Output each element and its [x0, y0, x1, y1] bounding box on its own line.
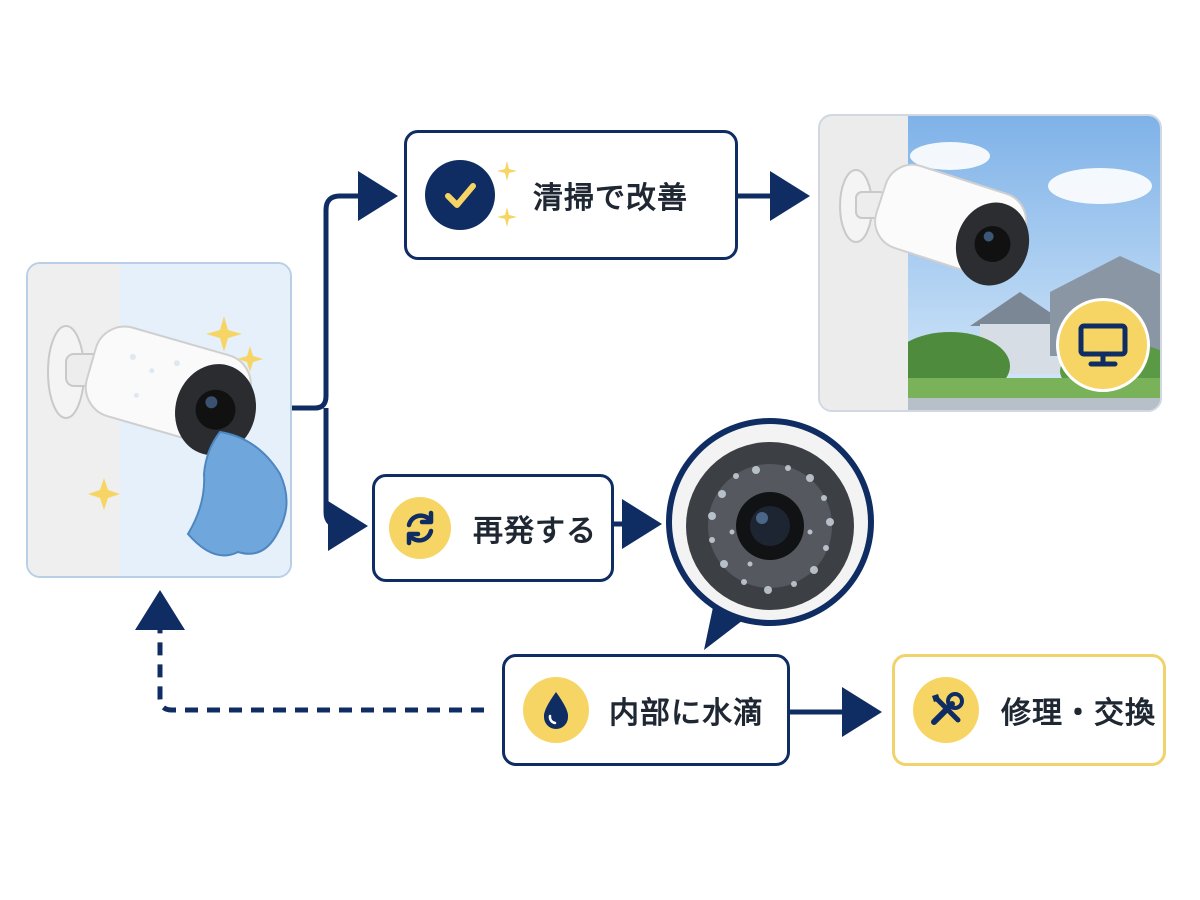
node-label: 修理・交換 [1001, 696, 1156, 731]
water-drop-icon [523, 677, 589, 743]
node-label: 内部に水滴 [609, 696, 764, 731]
node-label: 再発する [473, 514, 597, 549]
checkmark-icon [425, 160, 495, 230]
node-improved-by-cleaning: 清掃で改善 [404, 130, 738, 260]
sparkle-icon [497, 161, 517, 227]
tools-icon [913, 677, 979, 743]
lens-closeup-callout [666, 418, 874, 650]
cloth-icon [186, 430, 288, 557]
monitor-icon [1056, 298, 1150, 392]
refresh-icon [389, 497, 451, 559]
camera-wiping-illustration [28, 264, 290, 576]
node-recurs: 再発する [372, 474, 614, 582]
arrow-source-to-improve [292, 171, 398, 411]
node-internal-water-droplets: 内部に水滴 [502, 654, 790, 766]
clear-view-image-panel [818, 114, 1162, 412]
node-label: 清掃で改善 [533, 181, 688, 216]
arrow-source-to-recur [323, 408, 368, 551]
node-repair-or-replace: 修理・交換 [892, 654, 1166, 766]
arrow-water-back-to-source [135, 590, 484, 713]
cleaning-image-panel [26, 262, 292, 578]
